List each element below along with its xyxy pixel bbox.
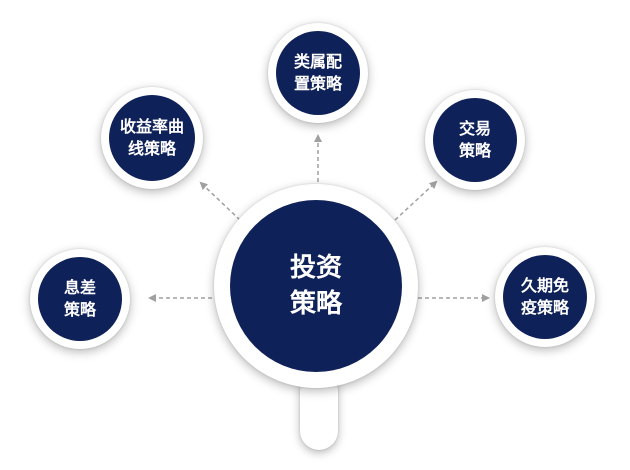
node-carry: 息差 策略 [30,249,130,349]
node-disc: 交易 策略 [433,98,517,182]
node-disc: 收益率曲 线策略 [109,95,195,181]
connector-to-yield-curve [199,181,241,221]
node-duration-immunization: 久期免 疫策略 [495,247,595,347]
connector-to-trading [394,180,438,221]
node-disc: 类属配 置策略 [276,31,360,115]
node-label-asset-allocation: 类属配 置策略 [293,52,342,93]
node-yield-curve: 收益率曲 线策略 [101,87,203,189]
node-disc: 久期免 疫策略 [503,255,587,339]
node-trading: 交易 策略 [425,90,525,190]
node-asset-allocation: 类属配 置策略 [268,23,368,123]
node-label-trading: 交易 策略 [458,119,491,160]
center-disc: 投资 策略 [230,200,402,372]
node-label-duration-immunization: 久期免 疫策略 [520,276,569,317]
center-label: 投资 策略 [289,253,342,319]
node-disc: 息差 策略 [38,257,122,341]
center-node: 投资 策略 [214,184,418,388]
node-label-yield-curve: 收益率曲 线策略 [119,117,184,158]
node-label-carry: 息差 策略 [63,278,96,319]
